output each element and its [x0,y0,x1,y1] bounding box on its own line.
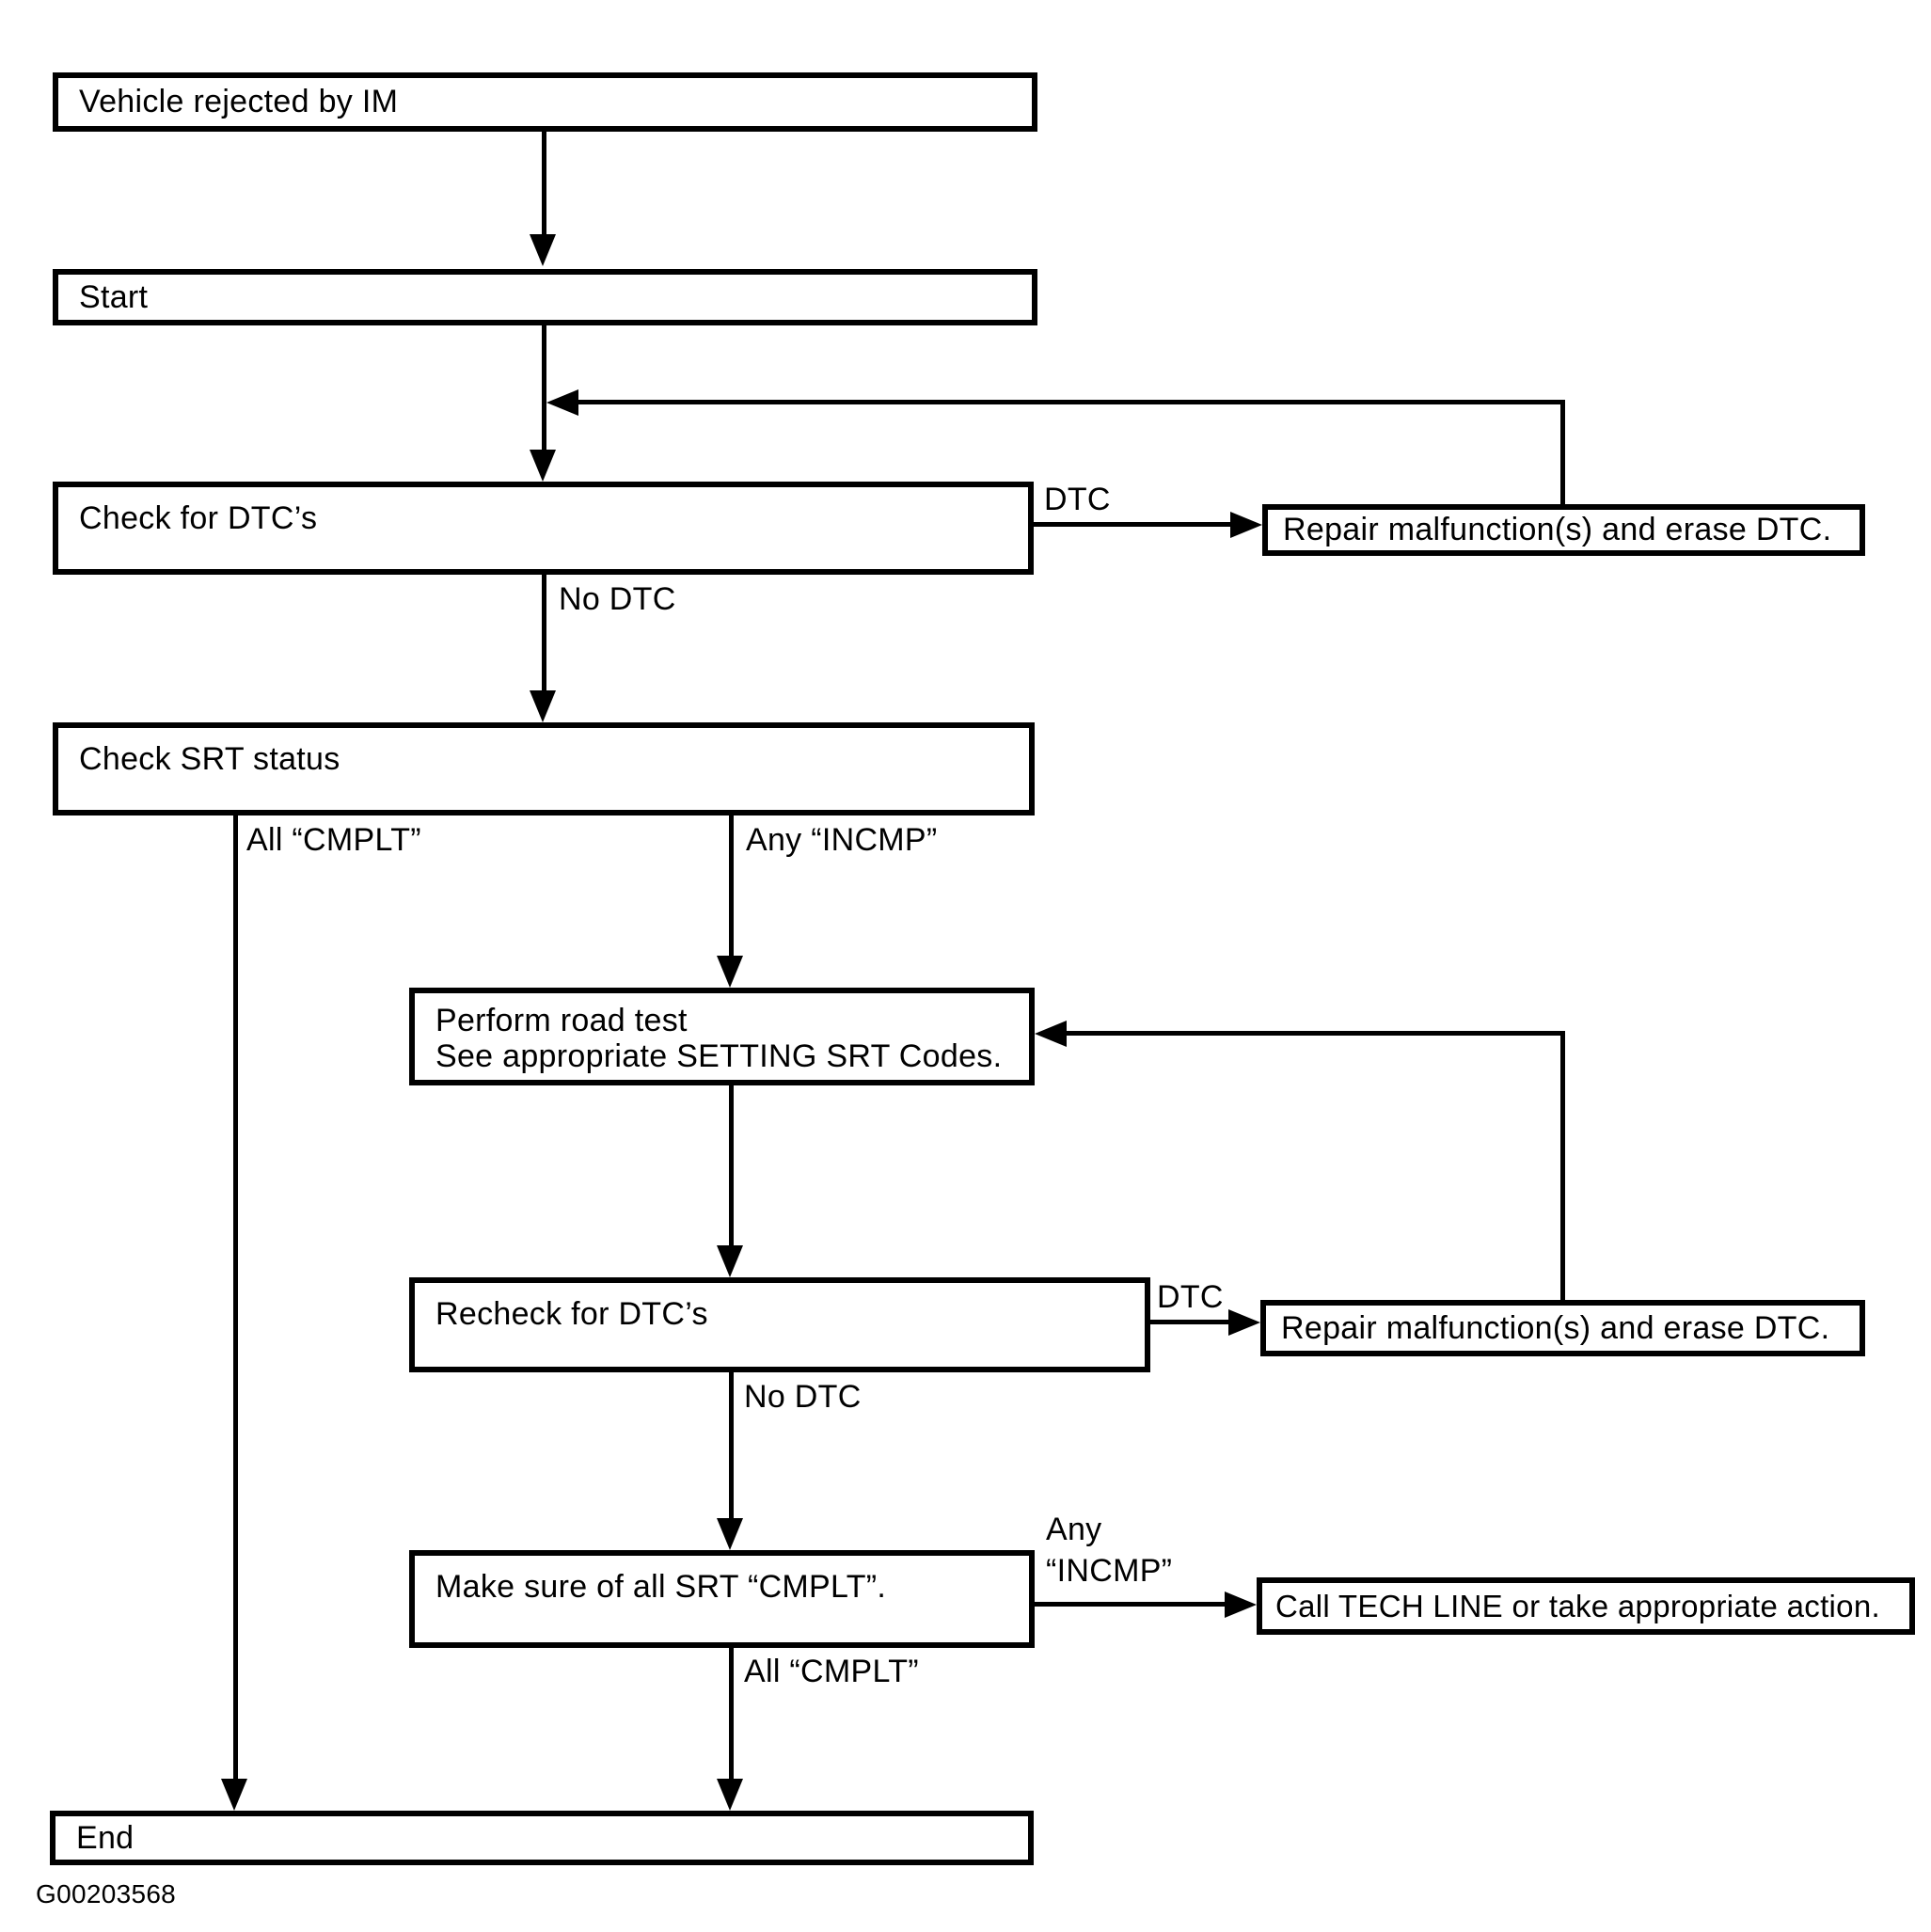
connector-make-sure-to-tech-line [1035,1602,1227,1607]
connector-check-dtc-to-check-srt [542,575,546,692]
label-dtc-1: DTC [1044,482,1111,517]
arrowhead-loop2-left [1035,1021,1067,1047]
node-start: Start [53,269,1037,325]
connector-check-dtc-to-repair1 [1034,522,1233,527]
node-repair-dtc-2-label: Repair malfunction(s) and erase DTC. [1281,1309,1830,1346]
node-recheck-dtc-label: Recheck for DTC’s [435,1296,708,1332]
connector-recheck-to-repair2 [1150,1320,1231,1324]
arrowhead-into-tech-line [1225,1592,1257,1618]
arrowhead-loop1-left [546,389,578,416]
node-make-sure-srt-label: Make sure of all SRT “CMPLT”. [435,1569,887,1605]
label-no-dtc-1: No DTC [559,581,676,617]
label-no-dtc-2: No DTC [744,1379,862,1415]
node-call-tech-line: Call TECH LINE or take appropriate actio… [1257,1577,1915,1635]
label-all-cmplt-1: All “CMPLT” [246,822,421,858]
node-start-label: Start [79,278,149,315]
label-dtc-2: DTC [1157,1279,1224,1315]
node-perform-road-test-label: Perform road test See appropriate SETTIN… [435,1003,1002,1074]
node-end: End [50,1811,1034,1865]
node-repair-dtc-2: Repair malfunction(s) and erase DTC. [1260,1300,1865,1356]
figure-caption: G00203568 [36,1879,177,1908]
connector-loop2-horizontal [1063,1031,1565,1036]
node-vehicle-rejected-label: Vehicle rejected by IM [79,84,399,119]
arrowhead-into-check-srt [530,690,556,722]
arrowhead-into-recheck [717,1245,743,1277]
node-check-dtc: Check for DTC’s [53,482,1034,575]
node-perform-road-test-line1: Perform road test [435,1003,688,1038]
arrowhead-into-repair2 [1228,1309,1260,1336]
connector-make-sure-to-end [729,1648,734,1781]
connector-loop2-vertical [1560,1031,1565,1302]
connector-start-to-check-dtc [542,325,546,451]
label-any-incmp-2: Any “INCMP” [1046,1509,1172,1592]
arrowhead-into-road-test [717,956,743,988]
node-make-sure-srt: Make sure of all SRT “CMPLT”. [409,1550,1035,1648]
connector-road-test-to-recheck [729,1085,734,1247]
arrowhead-into-make-sure [717,1518,743,1550]
node-repair-dtc-1: Repair malfunction(s) and erase DTC. [1262,504,1865,556]
connector-check-srt-to-road-test [729,816,734,958]
node-check-srt-label: Check SRT status [79,741,340,777]
arrowhead-into-end-left [221,1779,247,1811]
node-repair-dtc-1-label: Repair malfunction(s) and erase DTC. [1283,512,1832,547]
arrowhead-into-repair1 [1230,512,1262,538]
connector-vehicle-to-start [542,132,546,237]
arrowhead-into-check-dtc [530,450,556,482]
node-perform-road-test: Perform road test See appropriate SETTIN… [409,988,1035,1085]
connector-recheck-to-make-sure [729,1372,734,1520]
node-end-label: End [76,1819,135,1856]
connector-loop1-horizontal [576,400,1565,404]
connector-loop1-vertical [1560,400,1565,504]
connector-check-srt-to-end [233,816,238,1781]
node-recheck-dtc: Recheck for DTC’s [409,1277,1150,1372]
arrowhead-into-end-mid [717,1779,743,1811]
arrowhead-into-start [530,234,556,266]
label-any-incmp-2-line1: Any [1046,1512,1102,1547]
label-any-incmp-2-line2: “INCMP” [1046,1553,1173,1589]
node-perform-road-test-line2: See appropriate SETTING SRT Codes. [435,1038,1003,1074]
node-check-srt: Check SRT status [53,722,1035,816]
node-call-tech-line-label: Call TECH LINE or take appropriate actio… [1275,1588,1880,1623]
node-vehicle-rejected: Vehicle rejected by IM [53,72,1037,132]
label-all-cmplt-2: All “CMPLT” [744,1654,919,1689]
label-any-incmp-1: Any “INCMP” [746,822,938,858]
node-check-dtc-label: Check for DTC’s [79,500,318,536]
